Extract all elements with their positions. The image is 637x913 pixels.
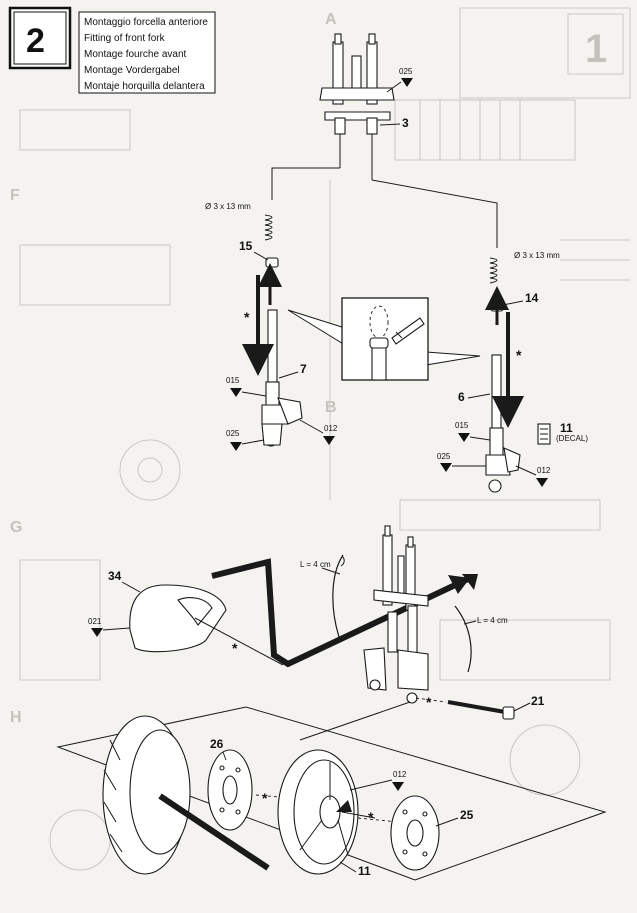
glue-marker-012-left xyxy=(323,436,335,445)
wire-right-dim: L = 4 cm xyxy=(477,616,508,625)
brake-disc-26 xyxy=(207,749,253,831)
tire-insert-arrow xyxy=(158,793,270,871)
code-015-right: 015 xyxy=(455,421,469,430)
wire-top-dim: L = 4 cm xyxy=(300,560,331,569)
part-label-25: 25 xyxy=(460,808,474,822)
glue-marker-012-wheel xyxy=(392,782,404,791)
decal-label: (DECAL) xyxy=(556,434,588,443)
code-012-left: 012 xyxy=(324,424,338,433)
title-italian: Montaggio forcella anteriore xyxy=(84,17,208,28)
step-header: 2 Montaggio forcella anteriore Fitting o… xyxy=(8,6,216,94)
spring-left xyxy=(264,214,273,241)
detail-callout xyxy=(287,297,481,381)
assembly-direction-arrow xyxy=(211,558,472,668)
part-label-14: 14 xyxy=(525,291,539,305)
glue-marker-015-left xyxy=(230,388,242,397)
star-mark-wheel-b: * xyxy=(368,809,374,825)
part-label-26: 26 xyxy=(210,737,224,751)
code-025-right: 025 xyxy=(437,452,451,461)
step-number-box xyxy=(8,6,72,70)
wheel-rim-11 xyxy=(277,749,376,875)
background-showthrough: 1 A B F G H xyxy=(10,7,631,871)
fork-tube-left xyxy=(267,309,278,383)
glue-marker-025-top xyxy=(401,78,413,87)
part-label-3: 3 xyxy=(402,116,409,130)
title-german: Montage Vordergabel xyxy=(84,65,180,76)
right-fork-assembly xyxy=(485,257,551,493)
ghost-letter-b: B xyxy=(325,399,337,416)
glue-marker-012-right xyxy=(536,478,548,487)
ghost-letter-h: H xyxy=(10,709,22,726)
code-012-wheel: 012 xyxy=(393,770,407,779)
code-015-left: 015 xyxy=(226,376,240,385)
part-label-21: 21 xyxy=(531,694,545,708)
brake-disc-25 xyxy=(390,795,440,871)
star-mark-axle: * xyxy=(426,694,432,710)
ghost-letter-a: A xyxy=(325,11,337,28)
star-mark-left: * xyxy=(244,309,250,325)
title-spanish: Montaje horquilla delantera xyxy=(84,81,205,92)
spring-right xyxy=(489,257,498,284)
star-mark-wheel-a: * xyxy=(262,790,268,806)
glue-marker-025-left xyxy=(230,442,242,451)
fork-tube-right xyxy=(491,354,502,431)
axle-part-21 xyxy=(447,700,515,720)
ghost-letter-g: G xyxy=(10,519,22,536)
title-french: Montage fourche avant xyxy=(84,49,187,60)
wire-left xyxy=(332,554,344,641)
code-025-left: 025 xyxy=(226,429,240,438)
spring-right-dim: Ø 3 x 13 mm xyxy=(514,251,560,260)
glue-marker-021 xyxy=(91,628,103,637)
triple-tree-part-3 xyxy=(319,33,395,180)
star-mark-fender: * xyxy=(232,640,238,656)
glue-marker-015-right xyxy=(458,433,470,442)
left-fork-assembly xyxy=(242,214,303,447)
step-title-box xyxy=(78,11,216,94)
ghost-letter-f: F xyxy=(10,187,20,204)
tire xyxy=(102,715,191,875)
code-012-right: 012 xyxy=(537,466,551,475)
code-021: 021 xyxy=(88,617,102,626)
part-label-11-rim: 11 xyxy=(358,864,371,878)
part-label-15: 15 xyxy=(239,239,253,253)
part-label-34: 34 xyxy=(108,569,122,583)
connector-right-fork xyxy=(371,179,498,248)
part-label-7: 7 xyxy=(300,362,307,376)
part-label-11-decal: 11 xyxy=(560,421,573,435)
ghost-step-number: 1 xyxy=(585,27,607,71)
spring-left-dim: Ø 3 x 13 mm xyxy=(205,202,251,211)
assembled-fork xyxy=(363,525,429,704)
connector-left-fork xyxy=(271,167,340,200)
code-025-top: 025 xyxy=(399,67,413,76)
part-label-6: 6 xyxy=(458,390,465,404)
caliper-left xyxy=(277,397,303,425)
glue-marker-025-right xyxy=(440,463,452,472)
step-number: 2 xyxy=(26,22,45,60)
title-english: Fitting of front fork xyxy=(84,33,166,44)
wire-right xyxy=(454,605,472,673)
star-mark-right: * xyxy=(516,347,522,363)
fender-part-34 xyxy=(129,584,227,653)
